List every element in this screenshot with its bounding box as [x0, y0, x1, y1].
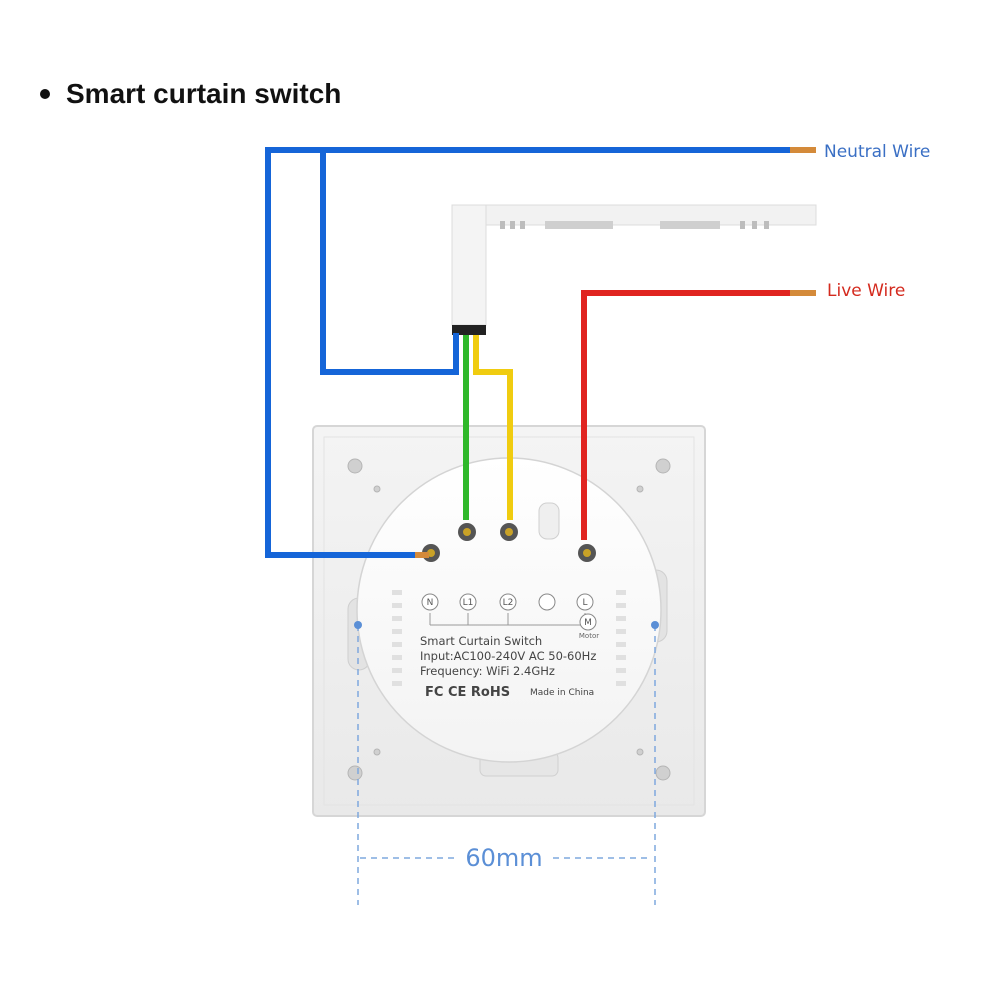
- neutral-wire: [265, 147, 790, 558]
- terminal-labels: N L1 L2 L M Motor: [421, 593, 599, 640]
- live-wire: [581, 290, 790, 540]
- module-title: Smart Curtain Switch: [420, 634, 542, 648]
- bullet-icon: [40, 89, 50, 99]
- module-input: Input:AC100-240V AC 50-60Hz: [420, 649, 596, 663]
- terminal-l: L: [582, 598, 587, 608]
- wire-tips: [415, 147, 816, 558]
- terminal-l2: L2: [503, 598, 514, 608]
- heading: Smart curtain switch: [40, 78, 341, 110]
- made-in-label: Made in China: [530, 688, 594, 698]
- terminal-n: N: [427, 598, 434, 608]
- l2-wire: [473, 335, 513, 520]
- module-frequency: Frequency: WiFi 2.4GHz: [420, 664, 555, 678]
- screw-icon: [347, 458, 671, 781]
- heading-text: Smart curtain switch: [66, 78, 342, 109]
- neutral-wire-label: Neutral Wire: [824, 142, 930, 162]
- motor-symbol: M: [584, 618, 592, 628]
- motor-icon: [579, 613, 597, 631]
- dimension-label: 60mm: [465, 844, 542, 872]
- live-wire-label: Live Wire: [827, 281, 905, 301]
- curtain-motor-unit: [451, 204, 817, 335]
- terminal-l1: L1: [463, 598, 474, 608]
- dimension-60mm: [357, 625, 656, 905]
- motor-label: Motor: [579, 632, 599, 640]
- certification-marks: FC CE RoHS: [425, 685, 510, 700]
